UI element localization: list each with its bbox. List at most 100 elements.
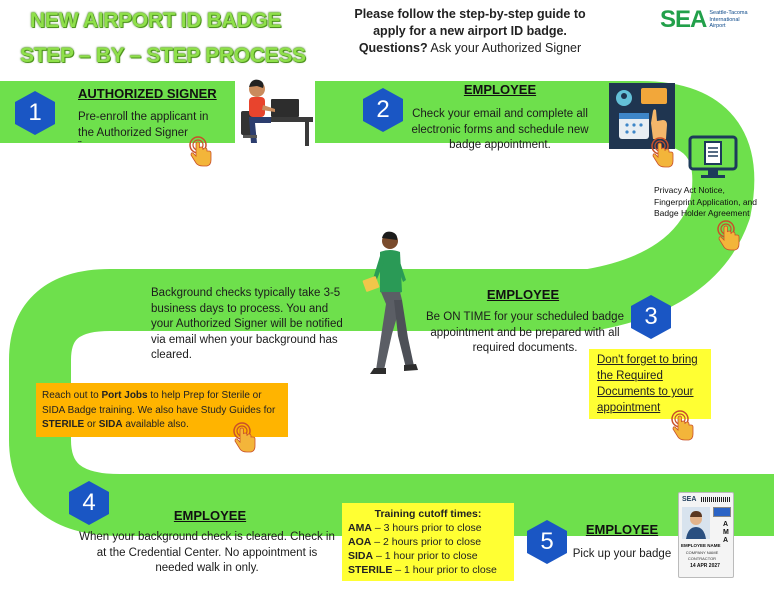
background-line4: via email when your background has xyxy=(151,333,338,346)
intro-ask: Ask your Authorized Signer xyxy=(427,41,582,55)
training-row-sterile: STERILE – 1 hour prior to close xyxy=(348,563,508,577)
forms-note-line3: Badge Holder Agreement xyxy=(654,208,750,218)
calendar-icon xyxy=(616,88,667,139)
badge-airport: SEA xyxy=(682,496,697,503)
step3-heading: EMPLOYEE xyxy=(486,287,560,302)
step1-number: 1 xyxy=(28,99,42,126)
background-line5: cleared. xyxy=(151,349,192,361)
step1-line2: the Authorized Signer xyxy=(78,126,188,139)
training-row-aoa: AOA – 2 hours prior to close xyxy=(348,535,508,549)
step2-line1: Check your email and complete all xyxy=(412,108,588,120)
background-line3: your Authorized Signer will be notified xyxy=(151,318,343,330)
step1-line1: Pre-enroll the applicant in xyxy=(78,111,209,123)
reminder-line4: appointment xyxy=(597,402,661,414)
step4-line2: at the Credential Center. No appointment… xyxy=(96,546,318,559)
sea-logo: SEA Seattle-Tacoma International Airport xyxy=(660,4,768,36)
page-title-line1: NEW AIRPORT ID BADGE xyxy=(30,9,282,32)
training-label: AMA xyxy=(348,522,372,534)
forms-note-line1: Privacy Act Notice, xyxy=(654,185,725,195)
intro-line3: Questions? Ask your Authorized Signer xyxy=(330,40,610,57)
training-label: STERILE xyxy=(348,564,393,576)
badge-barcode xyxy=(701,497,731,502)
training-box: Training cutoff times: AMA – 3 hours pri… xyxy=(342,503,514,581)
training-value: – 1 hour prior to close xyxy=(373,550,478,562)
badge-flag xyxy=(713,507,731,517)
port-jobs-p2: to help Prep for Sterile or SIDA Badge t… xyxy=(42,390,276,416)
port-jobs-link: Port Jobs xyxy=(101,390,148,401)
training-row-sida: SIDA – 1 hour prior to close xyxy=(348,549,508,563)
signer-illustration xyxy=(235,73,315,149)
tap-icon xyxy=(189,136,212,167)
intro-questions: Questions? xyxy=(358,41,428,55)
step5-number: 5 xyxy=(540,528,554,555)
person-at-desk-icon xyxy=(237,73,313,149)
background-line1: Background checks typically take 3-5 xyxy=(151,287,341,299)
tap-icon xyxy=(233,422,256,453)
logo-abbr: SEA xyxy=(660,6,707,33)
intro-line2: apply for a new airport ID badge. xyxy=(373,24,567,38)
background-note: Background checks typically take 3-5 bus… xyxy=(151,286,371,364)
port-jobs-p1: Reach out to xyxy=(42,390,102,401)
logo-line1: Seattle-Tacoma xyxy=(709,10,748,17)
port-jobs-sterile: STERILE xyxy=(42,419,85,430)
background-line2: business days to process. You and xyxy=(151,302,329,315)
intro-line1: Please follow the step-by-step guide to xyxy=(354,7,586,21)
step3-line3: required documents. xyxy=(472,342,578,354)
monitor-document-icon xyxy=(688,135,738,178)
logo-text: Seattle-Tacoma International Airport xyxy=(709,10,747,30)
step3-hexagon: 3 xyxy=(630,294,672,340)
step4-number: 4 xyxy=(82,489,96,516)
step4-line3: needed walk in only. xyxy=(155,562,259,574)
training-title: Training cutoff times: xyxy=(374,508,482,520)
step3-line1: Be ON TIME for your scheduled badge xyxy=(426,311,624,323)
reminder-line3: Documents to your xyxy=(597,386,694,398)
logo-line2: International xyxy=(709,16,740,23)
badge-expiry: 14 APR 2027 xyxy=(690,563,720,569)
step1-heading: AUTHORIZED SIGNER xyxy=(78,86,217,101)
step1-hexagon: 1 xyxy=(14,90,56,136)
badge-company: COMPANY NAME xyxy=(685,550,719,555)
badge-name: EMPLOYEE NAME xyxy=(681,543,721,548)
training-value: – 1 hour prior to close xyxy=(392,564,497,576)
schedule-illustration xyxy=(609,83,675,149)
logo-line3: Airport xyxy=(709,23,726,30)
port-jobs-box: Reach out to Port Jobs to help Prep for … xyxy=(36,383,288,437)
step5-heading: EMPLOYEE xyxy=(585,522,659,537)
step4-hexagon: 4 xyxy=(68,480,110,526)
step4-text: When your background check is cleared. C… xyxy=(72,530,342,577)
step2-line2: electronic forms and schedule new xyxy=(411,123,589,136)
step4-heading: EMPLOYEE xyxy=(173,508,247,523)
reminder-box: Don't forget to bring the Required Docum… xyxy=(589,349,711,419)
intro-text: Please follow the step-by-step guide to … xyxy=(330,6,610,57)
step1-text: Pre-enroll the applicant in the Authoriz… xyxy=(78,110,238,149)
training-value: – 2 hours prior to close xyxy=(371,536,482,548)
forms-note: Privacy Act Notice, Fingerprint Applicat… xyxy=(654,185,772,220)
step3-text: Be ON TIME for your scheduled badge appo… xyxy=(420,310,630,357)
avatar xyxy=(682,507,710,539)
step4-line1: When your background check is cleared. C… xyxy=(79,531,335,543)
step2-hexagon: 2 xyxy=(362,87,404,133)
step1-line3: “ xyxy=(78,141,82,149)
tap-icon xyxy=(651,137,674,168)
walking-person-icon xyxy=(362,231,418,374)
step3-number: 3 xyxy=(644,303,658,330)
training-value: – 3 hours prior to close xyxy=(371,522,482,534)
forms-note-line2: Fingerprint Application, and xyxy=(654,196,758,207)
badge-role: CONTRACTOR xyxy=(687,556,717,561)
step5-hexagon: 5 xyxy=(526,519,568,565)
badge-card: SEA AMA EMPLOYEE NAME COMPANY NAME CONTR… xyxy=(678,492,734,578)
training-label: SIDA xyxy=(348,550,374,562)
tap-icon xyxy=(671,410,694,441)
step2-line3: badge appointment. xyxy=(449,139,551,151)
step3-line2: appointment and be prepared with all xyxy=(430,326,620,339)
port-jobs-p4: available also. xyxy=(122,419,189,430)
step2-heading: EMPLOYEE xyxy=(463,82,537,97)
step5-text: Pick up your badge xyxy=(572,548,672,560)
reminder-line1: Don't forget to bring xyxy=(597,354,698,366)
training-label: AOA xyxy=(348,536,372,548)
step2-number: 2 xyxy=(376,96,390,123)
page-title-line2: STEP – BY – STEP PROCESS xyxy=(20,44,306,67)
tap-icon xyxy=(717,220,740,251)
reminder-line2: the Required xyxy=(597,370,663,382)
step2-text: Check your email and complete all electr… xyxy=(410,107,590,154)
